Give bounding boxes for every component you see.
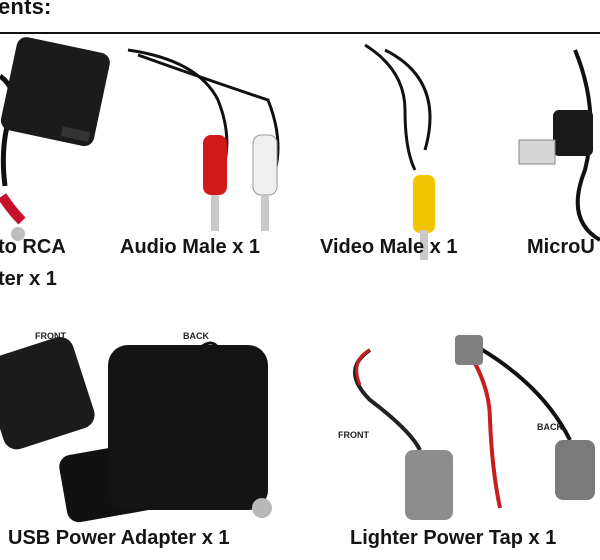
item-5-label: USB Power Adapter x 1: [8, 527, 230, 549]
usb-power-adapter-image: [0, 336, 272, 523]
item-6-back-tag: BACK: [537, 422, 563, 432]
micro-usb-cable-image: [518, 49, 600, 242]
item-3-label: Video Male x 1: [320, 236, 458, 258]
lighter-power-tap-image: [353, 335, 595, 520]
video-rca-cable-image: [364, 43, 435, 260]
item-6-label: Lighter Power Tap x 1: [350, 527, 557, 549]
item-5-front-tag: FRONT: [35, 331, 66, 341]
item-4-label: MicroU: [527, 236, 595, 258]
item-6-front-tag: FRONT: [338, 430, 369, 440]
item-1-label-line2: ter x 1: [0, 268, 57, 290]
hdmi-converter-image: [0, 37, 110, 241]
audio-rca-cable-image: [127, 48, 280, 231]
section-divider: [0, 32, 600, 34]
item-5-back-tag: BACK: [183, 331, 209, 341]
item-2-label: Audio Male x 1: [120, 236, 261, 258]
item-1-label-line1: to RCA: [0, 236, 66, 258]
section-heading: ents:: [0, 0, 52, 19]
